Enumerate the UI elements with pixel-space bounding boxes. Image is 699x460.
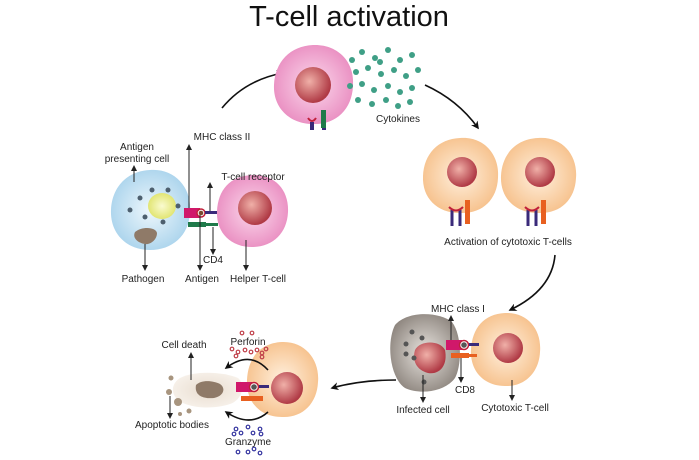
cytotoxic-t-cell (470, 312, 541, 387)
label-apc-line2: presenting cell (105, 154, 169, 165)
label-pathogen: Pathogen (122, 274, 165, 285)
label-cytokines: Cytokines (376, 114, 420, 125)
arrow-to-cytotoxic-activation (424, 84, 479, 130)
arrow-to-killing (330, 379, 397, 391)
infected-cell (390, 314, 460, 392)
label-cell-death: Cell death (161, 340, 206, 351)
label-mhc1: MHC class I (431, 304, 485, 315)
killer-t-cell (236, 341, 319, 418)
label-cytotoxic: Cytotoxic T-cell (481, 403, 549, 414)
label-apoptotic: Apoptotic bodies (135, 420, 209, 431)
diagram-title: T-cell activation (249, 1, 449, 33)
arrow-perforin (224, 358, 269, 371)
activated-cytotoxic-cells (422, 137, 577, 226)
label-mhc2: MHC class II (194, 132, 251, 143)
label-helper: Helper T-cell (230, 274, 286, 285)
label-perforin: Perforin (230, 337, 265, 348)
antigen-presenting-cell (110, 169, 191, 250)
arrow-to-helper-activated (221, 70, 285, 109)
label-cd8: CD8 (455, 385, 475, 396)
label-cd4: CD4 (203, 255, 223, 266)
mhc1-tcr-complex (446, 339, 479, 358)
label-antigen: Antigen (185, 274, 219, 285)
cytokine-dots (347, 47, 421, 109)
granzyme-dots (231, 424, 264, 456)
helper-t-cell (216, 174, 289, 247)
perforin-dots (229, 330, 269, 360)
arrow-granzyme (224, 411, 269, 421)
mhc2-tcr-complex (184, 208, 218, 227)
label-apc-line1: Antigen (120, 142, 154, 153)
dying-cell (166, 372, 243, 416)
label-infected: Infected cell (396, 405, 449, 416)
label-activation: Activation of cytotoxic T-cells (444, 237, 572, 248)
arrow-to-infected-cell (508, 254, 556, 311)
label-tcr: T-cell receptor (221, 172, 285, 183)
activated-helper-cell (273, 44, 354, 130)
label-granzyme: Granzyme (225, 437, 272, 448)
